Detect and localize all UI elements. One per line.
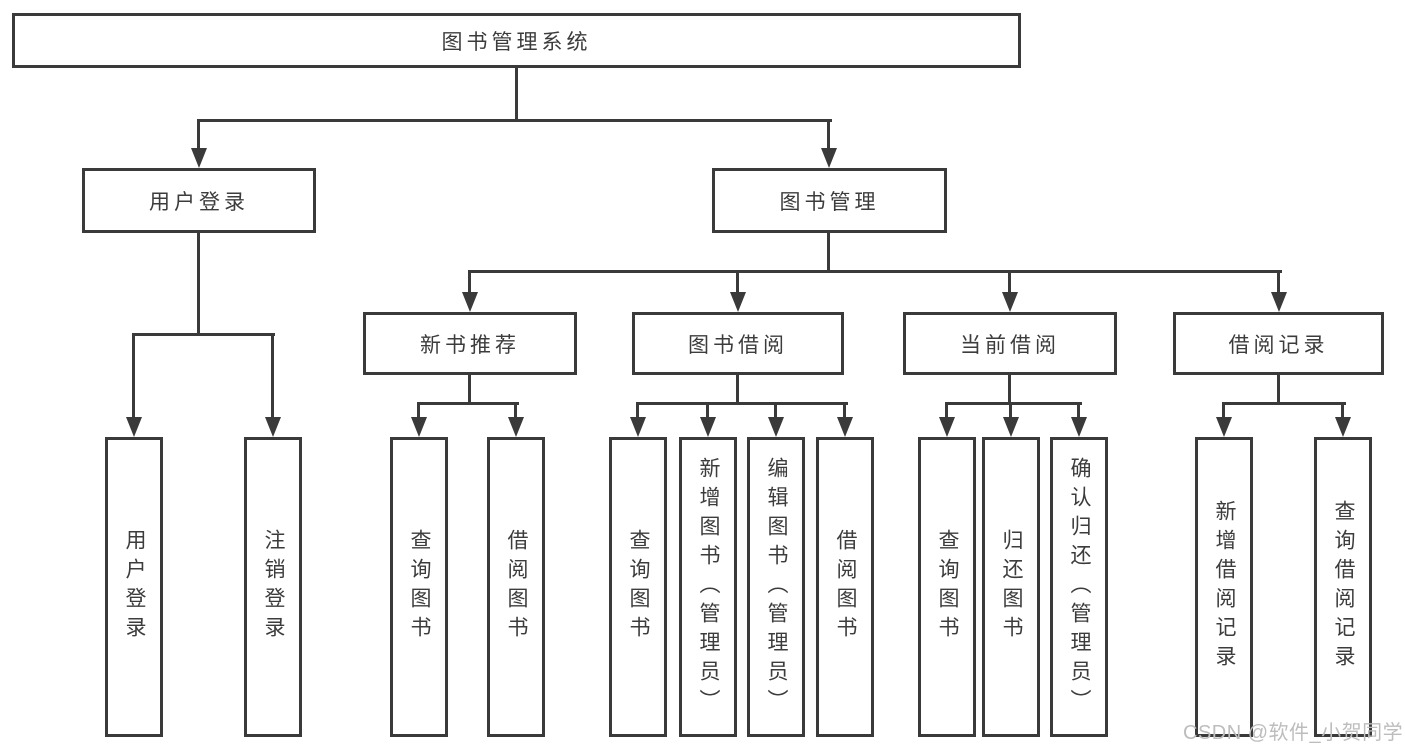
node-root: 图书管理系统 [12, 13, 1021, 68]
leaf-query-borrow-record: 查询借阅记录 [1314, 437, 1372, 737]
line-to-borrowing-records [1277, 270, 1280, 294]
leaf-borrow-books-recommend: 借阅图书 [487, 437, 545, 737]
line-to-new-book-recommend [468, 270, 471, 294]
node-current-borrowing: 当前借阅 [903, 312, 1117, 375]
line-to-leaf [514, 402, 517, 419]
leaf-return-books: 归还图书 [982, 437, 1040, 737]
recommend-stem-line [468, 373, 471, 404]
line-to-leaf [843, 402, 846, 419]
line-to-current-borrowing [1008, 270, 1011, 294]
arrow-down-icon [837, 417, 853, 437]
leaf-add-books-admin: 新增图书（管理员） [679, 437, 737, 737]
arrow-down-icon [939, 417, 955, 437]
arrow-to-book-management-icon [821, 148, 837, 168]
arrow-to-current-borrowing-icon [1002, 292, 1018, 312]
arrow-to-new-book-recommend-icon [462, 292, 478, 312]
arrow-down-icon [1003, 417, 1019, 437]
mgmt-branch-line [468, 270, 1282, 273]
arrow-down-icon [508, 417, 524, 437]
line-to-leaf [1222, 402, 1225, 419]
arrow-to-leaf-logout-icon [265, 417, 281, 437]
records-branch-line [1222, 402, 1346, 405]
leaf-borrow-books: 借阅图书 [816, 437, 874, 737]
arrow-down-icon [1216, 417, 1232, 437]
line-to-leaf [945, 402, 948, 419]
node-book-management: 图书管理 [712, 168, 947, 233]
recommend-branch-line [417, 402, 519, 405]
root-branch-line [198, 119, 832, 122]
line-to-user-login [197, 119, 200, 152]
borrowing-branch-line [636, 402, 848, 405]
node-new-book-recommend: 新书推荐 [363, 312, 577, 375]
arrow-to-user-login-icon [191, 148, 207, 168]
current-branch-line [945, 402, 1082, 405]
leaf-edit-books-admin: 编辑图书（管理员） [747, 437, 805, 737]
leaf-query-books-current: 查询图书 [918, 437, 976, 737]
arrow-down-icon [1071, 417, 1087, 437]
line-to-leaf [706, 402, 709, 419]
leaf-add-borrow-record: 新增借阅记录 [1195, 437, 1253, 737]
line-to-leaf [1009, 402, 1012, 419]
leaf-confirm-return-admin: 确认归还（管理员） [1050, 437, 1108, 737]
line-to-leaf [636, 402, 639, 419]
arrow-to-borrowing-records-icon [1271, 292, 1287, 312]
user-stem-line [197, 231, 200, 336]
line-to-leaf-user-login [132, 333, 135, 419]
leaf-query-books-borrowing: 查询图书 [609, 437, 667, 737]
arrow-down-icon [630, 417, 646, 437]
root-stem-line [515, 66, 518, 121]
line-to-book-management [827, 119, 830, 152]
arrow-to-leaf-user-login-icon [126, 417, 142, 437]
line-to-leaf [417, 402, 420, 419]
leaf-user-login: 用户登录 [105, 437, 163, 737]
arrow-down-icon [411, 417, 427, 437]
line-to-leaf-logout [271, 333, 274, 419]
arrow-down-icon [700, 417, 716, 437]
node-user-login: 用户登录 [82, 168, 316, 233]
arrow-down-icon [1335, 417, 1351, 437]
node-borrowing-records: 借阅记录 [1173, 312, 1384, 375]
line-to-leaf [1341, 402, 1344, 419]
current-stem-line [1008, 373, 1011, 404]
records-stem-line [1277, 373, 1280, 404]
arrow-down-icon [768, 417, 784, 437]
borrowing-stem-line [736, 373, 739, 404]
leaf-logout: 注销登录 [244, 437, 302, 737]
line-to-book-borrowing [736, 270, 739, 294]
user-branch-line [132, 333, 275, 336]
leaf-query-books-recommend: 查询图书 [390, 437, 448, 737]
arrow-to-book-borrowing-icon [730, 292, 746, 312]
mgmt-stem-line [827, 231, 830, 272]
line-to-leaf [774, 402, 777, 419]
node-book-borrowing: 图书借阅 [632, 312, 844, 375]
line-to-leaf [1077, 402, 1080, 419]
csdn-watermark: CSDN @软件_小贺同学 [1183, 722, 1404, 744]
